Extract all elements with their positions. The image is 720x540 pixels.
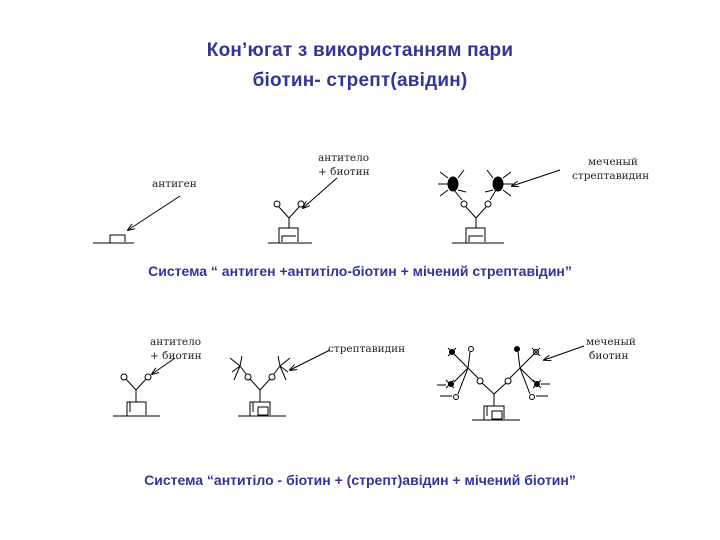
label-antibody-biotin-p2-1: антитело: [150, 336, 202, 348]
label-labeled-biotin-2: биотин: [589, 350, 629, 362]
label-streptavidin: стрептавидин: [328, 343, 406, 355]
p1-arrow-antigen: [128, 195, 181, 230]
label-antibody-biotin-p2-2: + биотин: [150, 350, 202, 362]
label-antibody-biotin-1: антитело: [318, 152, 370, 164]
label-antibody-biotin-2: + биотин: [318, 166, 370, 178]
p1-arrow-antibody: [303, 177, 338, 208]
p2-arrow-streptavidin: [290, 349, 331, 370]
p2-antibody-group: [113, 357, 176, 417]
caption-system-2: Система “антитіло - біотин + (стрепт)аві…: [144, 472, 576, 488]
label-antigen: антиген: [152, 178, 197, 190]
p1-full-complex-group: [438, 169, 561, 244]
label-labeled-streptavidin-2: стрептавидин: [572, 170, 650, 182]
p1-antibody-group: [268, 177, 338, 244]
p1-arrow-streptavidin: [512, 169, 561, 186]
p2-streptavidin-group: [229, 349, 331, 417]
label-labeled-streptavidin-1: меченый: [588, 156, 638, 168]
p2-arrow-labeled-biotin: [544, 345, 585, 360]
caption-system-1: Система “ антиген +антитіло-біотин + міч…: [148, 263, 572, 279]
p2-full-complex-group: [437, 345, 585, 421]
title-line-2: біотин- стрепт(авідин): [252, 70, 468, 91]
p2-arrow-antibody: [152, 357, 176, 374]
title-line-1: Кон’югат з використанням пари: [206, 40, 514, 61]
label-labeled-biotin-1: меченый: [586, 336, 636, 348]
p1-antigen-group: [93, 195, 181, 244]
